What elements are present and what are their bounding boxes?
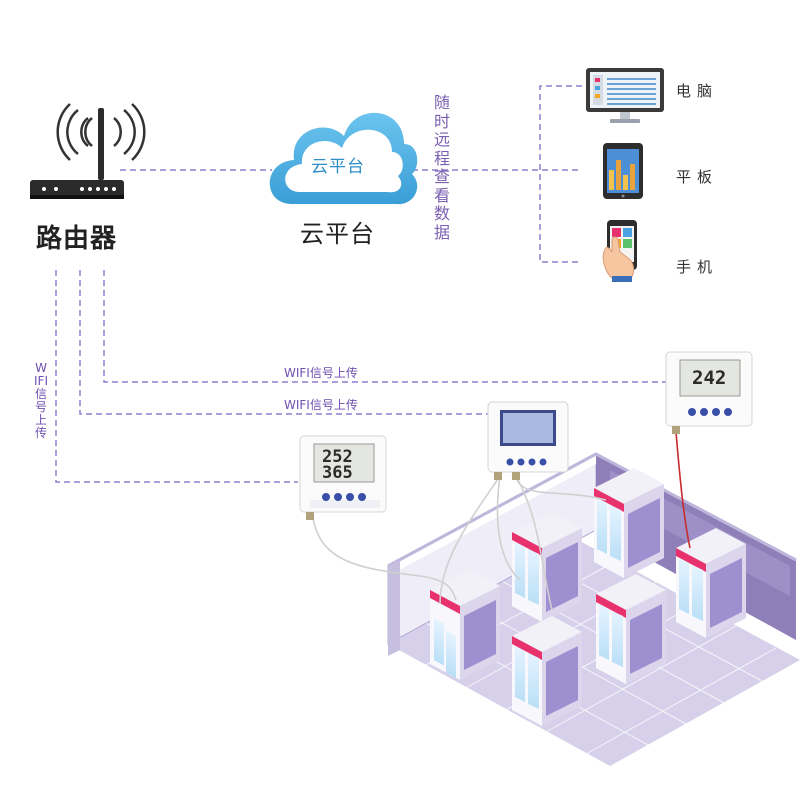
cabinet-1 (430, 570, 500, 680)
wifi-line-right (103, 270, 668, 383)
cabinet-4 (512, 616, 582, 726)
cabinet-6 (676, 528, 746, 638)
sensor-right (665, 351, 753, 434)
sensor-left-reading-2: 365 (322, 463, 353, 483)
wifi-label-lower: WIFI信号上传 (284, 397, 358, 412)
phone-icon (602, 220, 637, 282)
cabinet-3 (594, 468, 664, 578)
tablet-icon (603, 143, 643, 199)
cabinet-group (430, 468, 746, 726)
sensor-right-reading-1: 242 (692, 367, 726, 389)
device-label-computer: 电脑 (676, 82, 719, 100)
wifi-label-upper: WIFI信号上传 (284, 365, 358, 380)
monitor-icon (586, 68, 664, 123)
cabinet-2 (512, 512, 582, 622)
device-label-phone: 手机 (676, 258, 719, 276)
remote-view-text: 随时远程查看数据 (433, 93, 450, 242)
wifi-line-left (55, 270, 298, 483)
cloud-label: 云平台 (300, 220, 375, 248)
devices-bracket (539, 85, 582, 263)
device-label-tablet: 平板 (676, 168, 719, 186)
router-label: 路由器 (36, 224, 118, 254)
connection-lines (55, 85, 668, 483)
sensor-middle (487, 401, 569, 480)
cloud-inner-text: 云平台 (311, 157, 365, 177)
wifi-label-vertical: WIFI信号上传 (34, 361, 48, 440)
cabinet-5 (596, 574, 666, 684)
sensor-left-reading-1: 252 (322, 447, 353, 467)
sensor-cables (311, 431, 691, 611)
sensor-left (299, 435, 387, 520)
router-icon (30, 103, 146, 199)
cloud-icon (269, 112, 418, 205)
wifi-line-middle (79, 270, 488, 415)
